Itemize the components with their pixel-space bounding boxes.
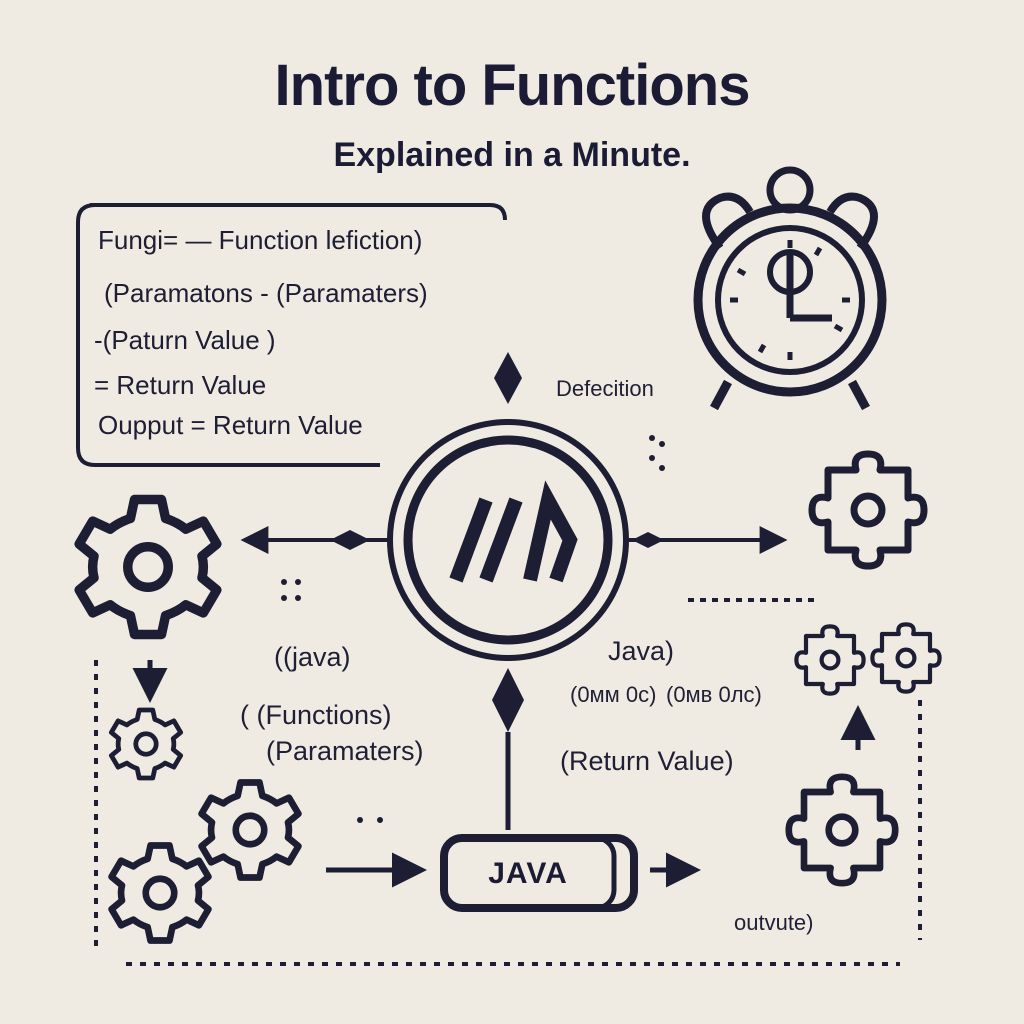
definition-box [76, 203, 507, 467]
java-label-right: Java) [608, 636, 675, 666]
definition-line: -(Paturn Value ) [94, 325, 276, 355]
gear-icon [112, 846, 209, 941]
java-label-left: ((java) [274, 642, 351, 672]
definition-line: = Return Value [94, 370, 267, 400]
code-snippet: (0мв 0лс) [666, 682, 762, 707]
page-subtitle: Explained in a Minute. [333, 136, 691, 174]
puzzle-piece-icon [812, 454, 924, 566]
puzzle-piece-icon [872, 624, 939, 691]
gear-icon [202, 783, 299, 878]
code-badge-icon [387, 419, 629, 661]
paramaters-label: (Paramaters) [266, 736, 424, 766]
java-pill-label: JAVA [488, 857, 568, 890]
return-value-label: (Return Value) [560, 746, 734, 776]
defection-label: Defecition [556, 376, 654, 401]
gear-icon [111, 710, 180, 778]
definition-line: Oupput = Return Value [98, 410, 363, 440]
definition-line: Fungi= — Function lefiction) [98, 225, 423, 255]
code-snippet: (0мм 0с) [570, 682, 657, 707]
diamond-bottom [492, 668, 524, 732]
alarm-clock-icon [693, 166, 887, 411]
output-label: outvute) [734, 910, 814, 935]
puzzle-piece-icon [796, 626, 863, 693]
page-title: Intro to Functions [274, 53, 751, 118]
gear-icon [79, 500, 217, 635]
puzzle-piece-icon [789, 777, 895, 883]
diamond-top [494, 352, 522, 404]
definition-line: (Paramatons - (Paramaters) [104, 278, 428, 308]
functions-label: ( (Functions) [240, 700, 392, 730]
